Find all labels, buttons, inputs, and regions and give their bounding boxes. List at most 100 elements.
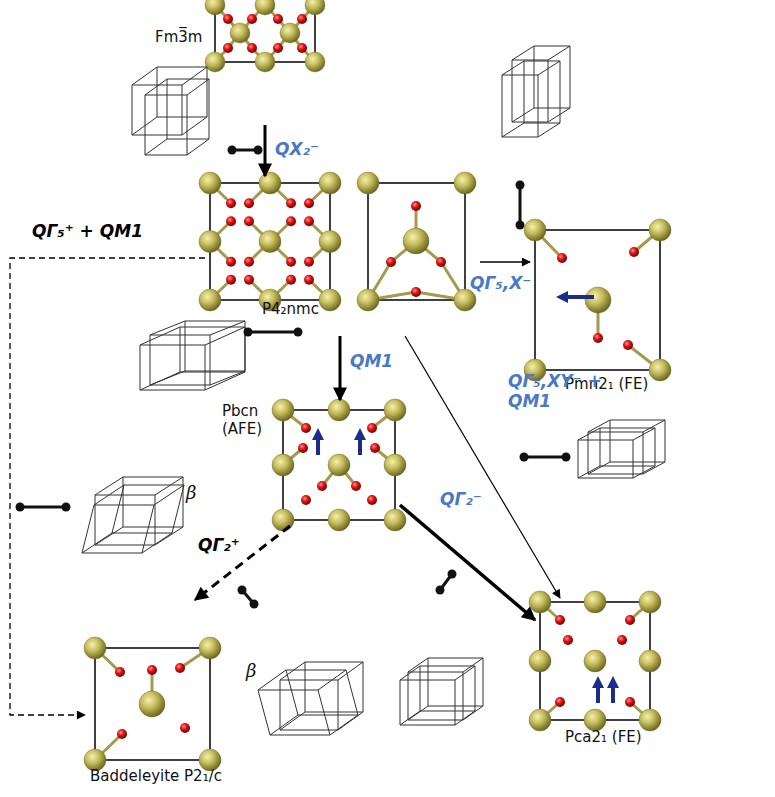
oxygen-atom: [617, 635, 627, 645]
oxygen-atom: [555, 615, 565, 625]
cell-sketch: [408, 706, 428, 720]
hafnium-atom: [305, 0, 325, 15]
cell-sketch: [167, 79, 209, 139]
cell-sketch: [428, 658, 483, 706]
hafnium-atom: [272, 454, 294, 476]
hafnium-atom: [272, 399, 294, 421]
transition-arrow: [10, 258, 205, 715]
hafnium-atom: [319, 231, 341, 253]
displacement-arrow: [596, 682, 600, 703]
structure-label: P4₂nmc: [262, 300, 319, 318]
hafnium-atom: [84, 637, 106, 659]
cell-sketch: [512, 60, 548, 122]
cell-sketch: [157, 67, 207, 117]
oxygen-atom: [273, 14, 283, 24]
oxygen-atom: [297, 43, 307, 53]
oxygen-atom: [367, 423, 377, 433]
hafnium-atom: [584, 591, 606, 613]
cell-sketch: [182, 67, 207, 85]
oxygen-atom: [623, 340, 633, 350]
unit-cell-frame: [283, 410, 395, 520]
oxygen-atom: [436, 257, 446, 267]
angle-label: β: [246, 660, 256, 681]
structure-node: Baddeleyite P2₁/c: [85, 600, 245, 793]
structure-label: Fm3̅m: [155, 28, 202, 46]
displacement-arrow: [358, 434, 362, 455]
cell-sketch: [643, 420, 665, 432]
cell-sketch: [588, 462, 610, 474]
cell-sketch: [187, 139, 209, 155]
cell-sketch: [548, 46, 570, 60]
cell-sketch: [270, 715, 298, 735]
dumbbell-symbol: [228, 146, 237, 155]
hafnium-atom: [199, 637, 221, 659]
hafnium-atom: [639, 650, 661, 672]
unit-cell-frame: [540, 602, 650, 720]
displacement-arrow: [562, 295, 594, 299]
order-parameter-label: QΓ₅⁺ + QM1: [32, 222, 143, 242]
oxygen-atom: [411, 287, 421, 297]
hafnium-atom: [199, 289, 221, 311]
oxygen-atom: [244, 216, 254, 226]
order-parameter-label: QΓ₂⁻: [440, 490, 482, 510]
cell-sketch: [150, 321, 185, 335]
cell-sketch: [95, 495, 155, 545]
hafnium-atom: [255, 0, 275, 15]
displacement-arrow: [611, 682, 615, 703]
transition-arrow: [339, 336, 342, 400]
oxygen-atom: [304, 216, 314, 226]
order-parameter-label: QM1: [350, 352, 393, 372]
structure-node: Fm3̅m: [150, 0, 320, 125]
cell-sketch: [588, 432, 643, 474]
oxygen-atom: [304, 198, 314, 208]
oxygen-atom: [286, 257, 296, 267]
cell-sketch: [502, 123, 524, 137]
hafnium-atom: [328, 509, 350, 531]
cell-sketch: [588, 420, 610, 432]
displacement-arrow: [316, 434, 320, 455]
hafnium-atom: [305, 52, 325, 72]
cell-sketch: [578, 440, 633, 478]
oxygen-atom: [226, 275, 236, 285]
cell-sketch: [280, 680, 338, 730]
cell-sketch: [463, 658, 483, 672]
structure-label: Pca2₁ (FE): [565, 728, 642, 746]
hafnium-atom: [529, 709, 551, 731]
oxygen-atom: [175, 663, 185, 673]
oxygen-atom: [223, 43, 233, 53]
oxygen-atom: [226, 198, 236, 208]
oxygen-atom: [563, 635, 573, 645]
hafnium-atom: [259, 231, 281, 253]
cell-sketch: [145, 139, 167, 155]
oxygen-atom: [304, 257, 314, 267]
dumbbell-symbol: [516, 221, 525, 230]
cell-sketch: [633, 428, 655, 440]
cell-sketch: [154, 485, 184, 505]
dumbbell-symbol: [516, 181, 525, 190]
oxygen-atom: [286, 216, 296, 226]
hafnium-atom: [529, 650, 551, 672]
unit-cell-frame: [210, 183, 330, 300]
cell-sketch: [338, 712, 363, 730]
hafnium-atom: [384, 509, 406, 531]
oxygen-atom: [317, 481, 327, 491]
dumbbell-symbol: [238, 586, 247, 595]
hafnium-atom: [384, 399, 406, 421]
cell-sketch: [95, 527, 123, 545]
oxygen-atom: [557, 253, 567, 263]
unit-cell-frame: [95, 648, 210, 760]
hafnium-atom: [199, 231, 221, 253]
cell-sketch: [548, 108, 570, 122]
hafnium-atom: [639, 709, 661, 731]
oxygen-atom: [297, 14, 307, 24]
cell-sketch: [578, 466, 600, 478]
hafnium-atom: [199, 172, 221, 194]
oxygen-atom: [370, 443, 380, 453]
cell-sketch: [187, 79, 209, 95]
order-parameter-label: QΓ₅,X⁻: [470, 274, 531, 294]
structure-node: P4₂nmc: [205, 176, 480, 336]
cell-sketch: [578, 428, 600, 440]
dumbbell-symbol: [248, 331, 298, 334]
oxygen-atom: [180, 723, 190, 733]
